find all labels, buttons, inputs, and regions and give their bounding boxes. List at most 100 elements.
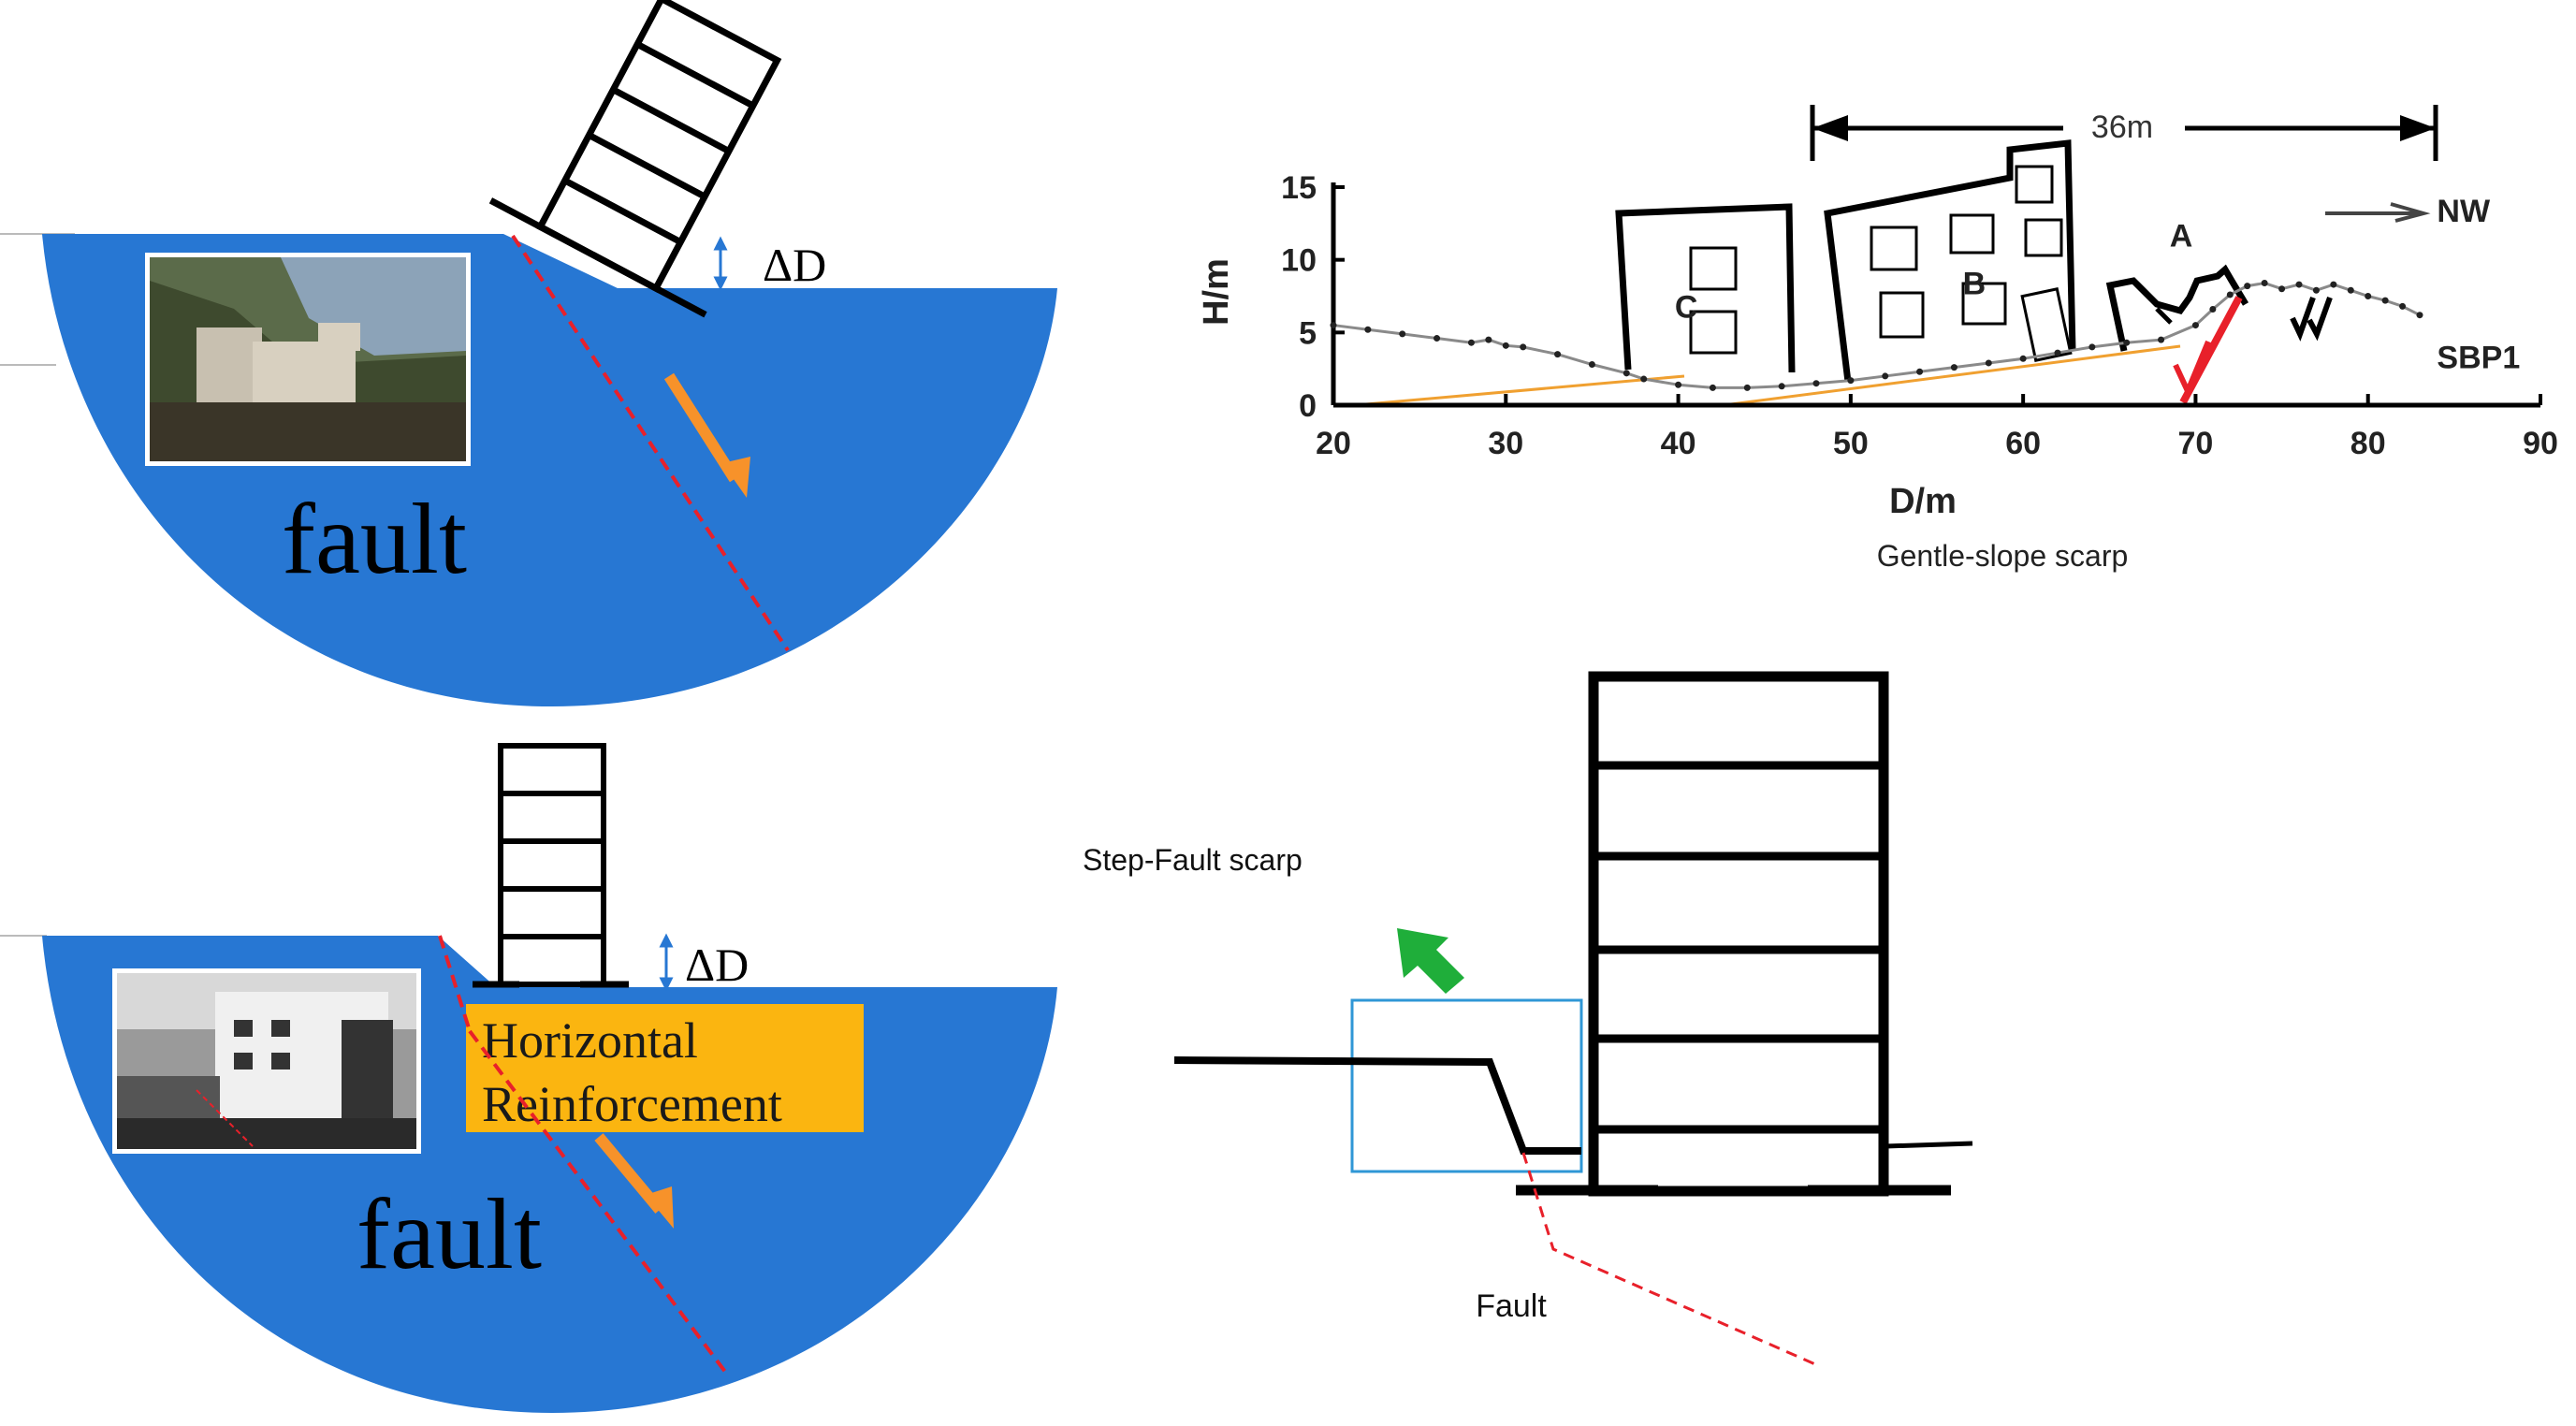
profile-point xyxy=(1520,343,1527,351)
x-tick-label: 70 xyxy=(2178,426,2214,461)
photo-inset-top xyxy=(145,253,471,466)
block-label-fault-bottom: fault xyxy=(357,1179,542,1290)
profile-point xyxy=(2191,322,2199,329)
profile-point xyxy=(2312,286,2320,294)
profile-point xyxy=(1778,383,1785,390)
stepped-ground-surface xyxy=(1173,1056,1581,1155)
fault-label: Fault xyxy=(1476,1288,1547,1324)
annotation-label: SBP1 xyxy=(2437,341,2520,376)
annotation-label: C xyxy=(1675,289,1698,325)
house-b xyxy=(1824,139,2076,383)
y-tick-label: 5 xyxy=(1299,315,1317,351)
chart-ticks: 20 30 40 50 60 70 80 90 0 5 10 15 xyxy=(1281,170,2558,461)
annotation-label: B xyxy=(1963,267,1987,302)
y-tick-label: 15 xyxy=(1281,170,1317,206)
slip-arrow-icon xyxy=(2290,296,2333,342)
x-tick-label: 90 xyxy=(2523,426,2558,461)
profile-point xyxy=(1743,384,1751,391)
profile-point xyxy=(1709,384,1716,391)
profile-point xyxy=(1554,351,1562,358)
fault-trace-bottom-right xyxy=(1521,1152,1816,1366)
profile-point xyxy=(1882,372,1889,380)
x-tick-label: 20 xyxy=(1316,426,1351,461)
profile-point xyxy=(2123,339,2131,346)
collapsed-house-a xyxy=(2105,264,2249,352)
orange-layer-1 xyxy=(1365,374,1685,406)
profile-point xyxy=(2019,355,2027,362)
north-west-arrow-icon xyxy=(2325,202,2431,223)
annotation-label: NW xyxy=(2437,194,2491,229)
profile-point xyxy=(1916,368,1924,375)
profile-point xyxy=(2295,281,2303,288)
profile-point xyxy=(1485,336,1492,343)
bottom-left-panel: Horizontal Reinforcement fault ΔD xyxy=(0,743,1057,1413)
profile-point xyxy=(2278,285,2286,293)
delta-d-label-top: ΔD xyxy=(763,239,826,291)
y-tick-label: 0 xyxy=(1299,388,1317,424)
fault-line-top xyxy=(511,234,790,652)
bottom-right-panel: Step-Fault scarp Fault xyxy=(1083,671,1973,1366)
motion-arrow-bottom-head xyxy=(646,1186,674,1229)
y-tick-label: 10 xyxy=(1281,243,1317,279)
uplift-arrow-icon xyxy=(1397,928,1464,994)
upright-building-bottom xyxy=(473,743,629,988)
distance-marker-left-head xyxy=(1812,115,1848,141)
profile-point xyxy=(1950,364,1957,371)
profile-point xyxy=(1847,377,1855,385)
x-tick-label: 80 xyxy=(2350,426,2386,461)
profile-point xyxy=(2381,297,2389,304)
x-tick-label: 60 xyxy=(2005,426,2041,461)
motion-arrow-top xyxy=(663,372,740,483)
profile-point xyxy=(1502,342,1509,349)
profile-point xyxy=(2226,291,2234,298)
profile-point xyxy=(1364,326,1372,333)
chart-annotations: A B C NW SBP1 xyxy=(1675,194,2520,376)
chart-axes xyxy=(1331,182,2540,408)
profile-point xyxy=(1812,380,1820,387)
profile-point xyxy=(2054,349,2061,356)
fault-slip-mark-red xyxy=(2173,340,2211,399)
profile-point xyxy=(2158,336,2165,343)
x-axis-label: D/m xyxy=(1889,482,1957,521)
profile-point xyxy=(2416,312,2423,319)
profile-point xyxy=(2399,302,2407,310)
annotation-label: A xyxy=(2170,218,2193,254)
profile-point xyxy=(1985,359,1992,367)
reinforcement-label-line2: Reinforcement xyxy=(482,1076,782,1132)
distance-marker-label: 36m xyxy=(2091,109,2153,145)
profile-point xyxy=(1640,375,1648,383)
horizontal-reinforcement-box xyxy=(466,1004,864,1132)
profile-point xyxy=(2244,283,2251,290)
fault-line-bottom xyxy=(438,935,472,1032)
multi-storey-building xyxy=(1516,671,1951,1197)
profile-line xyxy=(1332,281,2421,389)
motion-arrow-top-head xyxy=(722,457,750,498)
x-tick-label: 30 xyxy=(1488,426,1523,461)
chart-caption: Gentle-slope scarp xyxy=(1877,539,2129,573)
profile-point xyxy=(1434,335,1441,342)
profile-point xyxy=(1330,322,1337,329)
step-fault-scarp-label: Step-Fault scarp xyxy=(1083,843,1303,877)
y-axis-label: H/m xyxy=(1197,258,1236,326)
distance-marker-right-head xyxy=(2400,115,2436,141)
profile-point xyxy=(1588,361,1595,369)
profile-point xyxy=(1467,339,1475,346)
orange-layer-2 xyxy=(1730,344,2181,406)
block-label-fault: fault xyxy=(282,484,467,595)
profile-point xyxy=(1623,370,1630,377)
delta-d-label-bottom: ΔD xyxy=(685,939,749,991)
scarp-highlight-box xyxy=(1350,998,1583,1173)
chart-plot xyxy=(1330,280,2423,391)
x-tick-label: 50 xyxy=(1833,426,1869,461)
ground-surface-right xyxy=(1885,1141,1973,1149)
profile-point xyxy=(1399,330,1406,338)
profile-point xyxy=(1675,381,1682,388)
tilted-building-top xyxy=(488,0,782,318)
top-left-panel: fault ΔD xyxy=(0,0,1057,706)
reinforcement-label-line1: Horizontal xyxy=(482,1012,698,1069)
house-c xyxy=(1615,203,1796,373)
x-tick-label: 40 xyxy=(1661,426,1696,461)
profile-point xyxy=(2347,286,2354,294)
profile-point xyxy=(2088,343,2096,351)
